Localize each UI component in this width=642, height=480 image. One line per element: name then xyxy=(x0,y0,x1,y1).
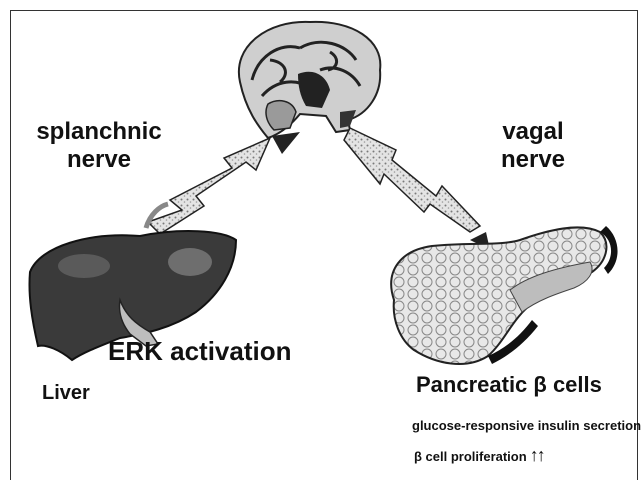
pancreatic-beta-cells-label: Pancreatic β cells xyxy=(416,372,602,398)
vagal-label-line2: nerve xyxy=(488,146,578,174)
brain-icon xyxy=(239,22,380,138)
up-arrows-icon: ↑↑ xyxy=(530,445,544,465)
insulin-secretion-text: glucose-responsive insulin secretion xyxy=(412,418,641,433)
insulin-secretion-effect: glucose-responsive insulin secretion↑↑ xyxy=(412,414,642,435)
splanchnic-label-line2: nerve xyxy=(34,146,164,174)
erk-activation-label: ERK activation xyxy=(108,336,292,367)
zigzag-arrow-icon xyxy=(148,132,300,234)
splanchnic-nerve-label: splanchnic nerve xyxy=(34,118,164,174)
vagal-label-line1: vagal xyxy=(488,118,578,146)
vagal-nerve-label: vagal nerve xyxy=(488,118,578,174)
liver-label: Liver xyxy=(42,382,90,405)
proliferation-text: β cell proliferation xyxy=(414,449,527,464)
beta-cell-proliferation-effect: β cell proliferation↑↑ xyxy=(414,445,544,466)
zigzag-arrow-icon xyxy=(344,128,490,250)
pancreas-icon xyxy=(391,226,617,364)
splanchnic-label-line1: splanchnic xyxy=(34,118,164,146)
